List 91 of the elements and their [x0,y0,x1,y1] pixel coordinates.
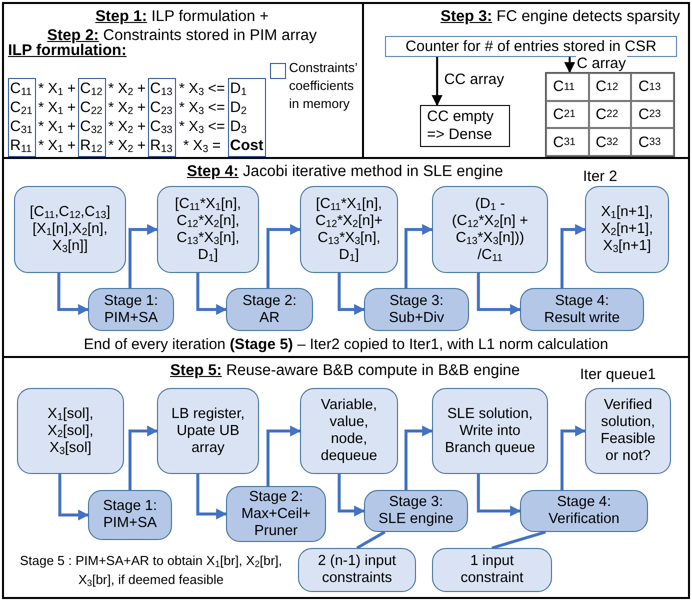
matrix-entry: D$_{3}$ [229,117,248,136]
equation-term: * X$_{1}$ + [37,118,77,136]
arrow [560,426,586,490]
stage-box: Stage 4: Result write [520,288,644,331]
arrow [476,273,522,315]
equation-term: * X$_{2}$ + [107,80,147,98]
matrix-entry: C$_{11}$ [9,79,33,98]
panel-heading: Step 5: Reuse-aware B&B compute in B&B engine [170,362,520,379]
arrow [196,273,228,315]
matrix-entry: C$_{31}$ [9,117,34,136]
data-box: X$_{1}$[n+1], X$_{2}$[n+1], X$_{3}$[n+1] [585,186,669,273]
edge-label: C array [576,54,627,72]
data-box: Verified solution, Feasible or not? [585,388,671,474]
matrix-entry: C$_{12}$ [79,79,104,98]
panel [2,157,690,358]
stage-box: Stage 4: Verification [520,490,648,532]
arrow [404,224,434,288]
data-box: Variable, value, node, dequeue [300,388,398,474]
arrow [58,474,90,520]
matrix-entry: C$_{23}$ [149,98,174,117]
stage-box: Stage 1: PIM+SA [88,288,174,331]
panel [2,356,690,599]
equation-term: * X$_{3}$ <= [178,118,226,136]
coefficient-column [78,78,106,157]
arrow [57,273,90,315]
equation-term: * X$_{3}$ <= [178,98,226,118]
equation-term: * X$_{3}$ <= [178,80,226,98]
equation-term: * X$_{2}$ + [107,136,147,156]
equation-term: * X$_{1}$ + [37,98,77,118]
panel-heading: Step 4: Jacobi iterative method in SLE engine [186,163,504,180]
data-box: [C$_{11}$*X$_{1}$[n], C$_{12}$*X$_{2}$[n]+ C$_{13}$*X$_{3}$[n], D$_{1}$] [300,186,398,273]
stage-box: Stage 2: AR [226,288,313,331]
matrix-entry: Cost [229,136,264,155]
iteration-label: Iter queue1 [580,366,656,383]
matrix-entry: D$_{2}$ [229,98,248,117]
data-box: X$_{1}$[sol], X$_{2}$[sol], X$_{3}$[sol] [17,388,124,474]
arrow [564,57,576,74]
equation-term: * X$_{2}$ + [107,98,147,118]
note-text: Stage 5 : PIM+SA+AR to obtain X$_{1}$[br], X$_{2}$[br], X$_{3}$[br], if deemed feasible [18,552,284,589]
arrow [338,474,366,516]
coefficient-column [148,78,176,157]
edge-label: CC array [443,71,506,88]
coefficient-table [545,72,675,157]
section-label: ILP formulation: [8,42,127,60]
arrow [432,57,443,106]
panel-heading: Step 2: Constraints stored in PIM array [47,27,317,44]
matrix-entry: C$_{21}$ [9,98,34,117]
matrix-entry: C$_{32}$ [79,117,104,136]
arrow [338,273,366,315]
equation-term: * X$_{3}$ = [182,136,222,156]
input-box: 2 (n-1) input constraints [298,548,416,592]
matrix-entry: C$_{22}$ [79,98,104,117]
arrow [128,224,158,288]
matrix-entry: R$_{12}$ [79,136,104,155]
coefficient-column [8,78,36,157]
data-box: SLE solution, Write into Branch queue [432,388,548,474]
arrow [476,474,522,516]
panel-heading: Step 3: FC engine detects sparsity [440,8,680,25]
arrow [404,426,434,490]
status-box: CC empty => Dense [420,105,510,147]
matrix-entry: C$_{13}$ [149,79,174,98]
arrow [560,224,586,288]
panel-heading: Step 1: ILP formulation + [95,8,269,25]
stage-box: Stage 3: SLE engine [364,490,468,532]
stage-box: Stage 3: Sub+Div [364,288,469,331]
arrow [266,426,302,486]
data-box: [C$_{11}$*X$_{1}$[n], C$_{12}$*X$_{2}$[n], C$_{13}$*X$_{3}$[n], D$_{1}$] [157,186,259,273]
data-box: LB register, Upate UB array [157,388,259,474]
equation-term: * X$_{1}$ + [37,80,77,98]
data-box: [C$_{11}$,C$_{12}$,C$_{13}$] [X$_{1}$[n],X$_{2}$[n], X$_{3}$[n]] [14,186,126,273]
counter-box: Counter for # of entries stored in CSR [385,36,677,57]
matrix-entry: R$_{13}$ [149,136,174,155]
constant-column [228,78,266,157]
arrow [196,474,228,520]
matrix-entry: R$_{11}$ [9,136,33,155]
stage-box: Stage 2: Max+Ceil+ Pruner [226,486,326,542]
stage-box: Stage 1: PIM+SA [88,490,172,540]
equation-term: * X$_{2}$ + [107,118,147,136]
connector-line [356,530,386,550]
arrow [266,224,302,288]
input-box: 1 input constraint [432,548,552,592]
iteration-label: Iter 2 [583,168,618,185]
legend-text: Constraints’ coefficients in memory [289,59,358,113]
panel [2,2,364,159]
note-text: End of every iteration (Stage 5) – Iter2 copied to Iter1, with L1 norm calculation [82,336,610,353]
connector-line [492,530,546,550]
data-box: (D$_{1}$ - (C$_{12}$*X$_{2}$[n] + C$_{13}$*X$_{3}$[n])) /C$_{11}$ [432,186,548,273]
arrow [128,426,158,490]
equation-term: * X$_{1}$ + [37,136,77,156]
matrix-entry: D$_{1}$ [229,79,248,98]
matrix-entry: C$_{33}$ [149,117,174,136]
